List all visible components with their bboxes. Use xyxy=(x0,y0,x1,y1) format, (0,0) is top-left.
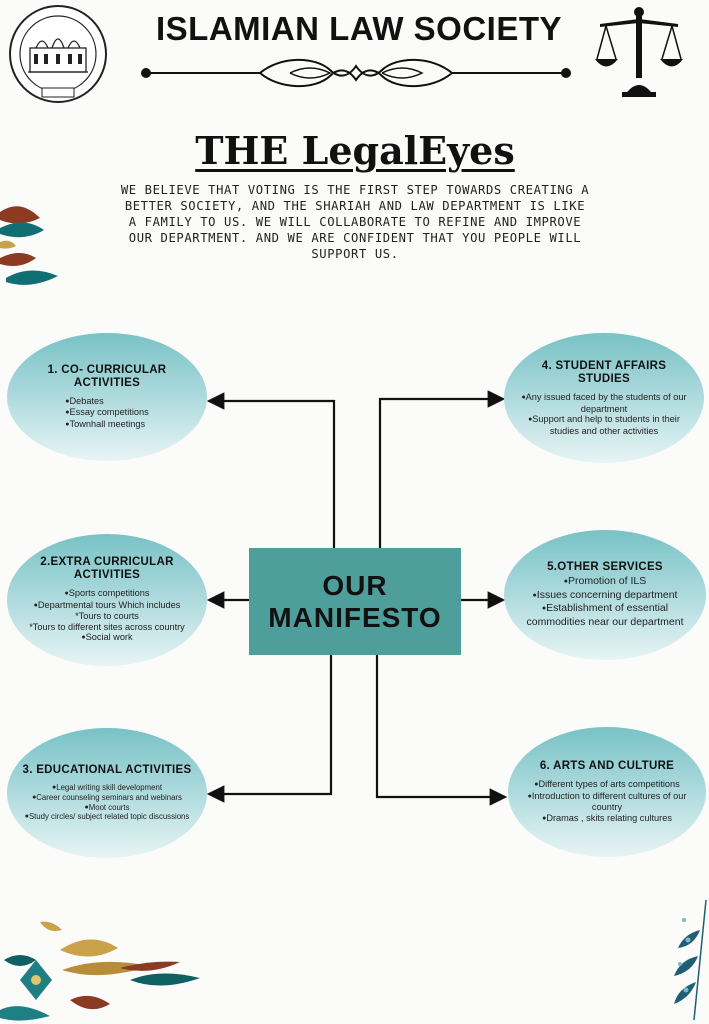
college-emblem-logo xyxy=(8,4,108,104)
college-emblem-icon xyxy=(9,5,107,103)
list-item: Support and help to students in their st… xyxy=(518,414,690,436)
section-heading: 1. CO- CURRICULAR ACTIVITIES xyxy=(47,363,167,389)
list-item: Promotion of ILS xyxy=(518,575,692,589)
section-heading: 4. STUDENT AFFAIRS STUDIES xyxy=(541,360,667,385)
section-heading: 2.EXTRA CURRICULAR ACTIVITIES xyxy=(40,556,174,582)
leaves-decoration-bottom-left xyxy=(0,921,200,1021)
ornamental-divider xyxy=(141,58,571,88)
list-item: Sports competitions xyxy=(29,588,185,600)
section-co-curricular: 1. CO- CURRICULAR ACTIVITIES Debates Ess… xyxy=(7,333,207,461)
list-item: Essay competitions xyxy=(65,407,149,419)
list-item: Introduction to different cultures of ou… xyxy=(522,791,692,813)
list-item: Townhall meetings xyxy=(65,419,148,431)
list-item: Dramas , skits relating cultures xyxy=(522,813,692,825)
list-item: Any issued faced by the students of our … xyxy=(518,392,690,414)
leaves-decoration-left-top xyxy=(0,206,58,285)
arrow-to-section-3 xyxy=(206,655,333,803)
arrow-to-section-6 xyxy=(375,655,508,806)
manifesto-label: OUR MANIFESTO xyxy=(268,569,442,633)
arrow-to-section-4 xyxy=(378,390,506,548)
leaves-decoration-bottom-right xyxy=(674,900,707,1021)
scales-of-justice-icon xyxy=(595,7,683,97)
list-item: Departmental tours Which includes xyxy=(29,600,185,612)
subtitle: THE LegalEyes xyxy=(195,128,515,173)
section-arts-culture: 6. ARTS AND CULTURE Different types of a… xyxy=(508,727,706,857)
section-heading: 6. ARTS AND CULTURE xyxy=(539,760,675,772)
section-other-services: 5.OTHER SERVICES Promotion of ILS Issues… xyxy=(504,530,706,660)
section-heading: 5.OTHER SERVICES xyxy=(547,561,663,573)
section-extra-curricular: 2.EXTRA CURRICULAR ACTIVITIES Sports com… xyxy=(7,534,207,666)
list-item: Social work xyxy=(29,632,185,644)
list-item: Moot courts xyxy=(25,803,190,813)
intro-paragraph: WE BELIEVE THAT VOTING IS THE FIRST STEP… xyxy=(120,183,590,261)
section-student-affairs: 4. STUDENT AFFAIRS STUDIES Any issued fa… xyxy=(504,333,704,463)
list-item: Different types of arts competitions xyxy=(522,779,692,791)
list-item: Legal writing skill development xyxy=(25,783,190,793)
list-item: Study circles/ subject related topic dis… xyxy=(25,812,189,822)
list-item: *Tours to different sites across country xyxy=(29,621,185,632)
list-item: Issues concerning department xyxy=(518,589,692,603)
section-educational: 3. EDUCATIONAL ACTIVITIES Legal writing … xyxy=(7,728,207,858)
manifesto-center-box: OUR MANIFESTO xyxy=(249,548,461,655)
arrow-to-section-1 xyxy=(206,392,336,548)
page-title: ISLAMIAN LAW SOCIETY xyxy=(156,10,562,47)
list-item: Establishment of essential commodities n… xyxy=(518,602,692,629)
list-item: *Tours to courts xyxy=(75,611,139,622)
list-item: Debates xyxy=(65,396,148,408)
section-heading: 3. EDUCATIONAL ACTIVITIES xyxy=(22,764,192,777)
list-item: Career counseling seminars and webinars xyxy=(25,793,190,803)
